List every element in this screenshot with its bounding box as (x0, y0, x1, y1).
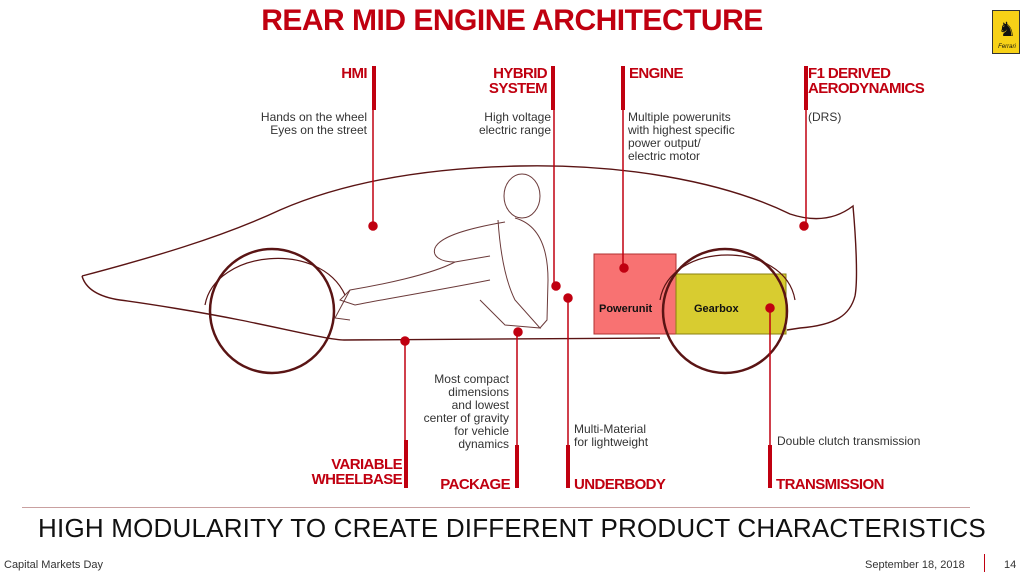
footer-divider (984, 554, 985, 572)
package-label: PACKAGE (440, 476, 510, 493)
underbody-desc-line: Multi-Material (574, 422, 647, 436)
hybrid-desc-line: electric range (478, 123, 551, 137)
rear-arch (659, 254, 796, 301)
hybrid-label-line: HYBRID (493, 65, 548, 82)
footer-date: September 18, 2018 (865, 559, 965, 571)
powerunit-block (593, 253, 677, 335)
underbody-label: UNDERBODY (574, 476, 666, 493)
transmission-label: TRANSMISSION (776, 476, 884, 493)
gearbox-label: Gearbox (694, 303, 739, 315)
engine-desc-line: with highest specific (628, 123, 735, 137)
hybrid-label-line: SYSTEM (488, 80, 548, 97)
hybrid-label: HYBRID SYSTEM (470, 65, 548, 97)
driver-silhouette (334, 173, 549, 329)
logo-text: Ferrari (998, 44, 1016, 50)
ferrari-logo: ♞ Ferrari (992, 10, 1020, 54)
aero-label-line: F1 DERIVED (808, 65, 891, 82)
front-wheel (208, 247, 336, 375)
page-title: REAR MID ENGINE ARCHITECTURE (261, 4, 763, 37)
hmi-label: HMI (341, 65, 367, 82)
footer-event: Capital Markets Day (4, 559, 104, 571)
transmission-desc: Double clutch transmission (777, 434, 921, 448)
front-arch (204, 257, 346, 306)
package-desc: Most compact dimensions and lowest cente… (400, 373, 509, 451)
engine-desc: Multiple powerunits with highest specifi… (628, 111, 735, 163)
label-bars (372, 66, 808, 488)
hybrid-desc: High voltage electric range (420, 111, 551, 137)
engine-label: ENGINE (629, 65, 684, 82)
aero-desc: (DRS) (808, 110, 842, 124)
hmi-desc-line: Hands on the wheel (260, 110, 367, 124)
prancing-horse-icon: ♞ (998, 19, 1016, 41)
package-desc-line: dynamics (458, 437, 509, 451)
wheelbase-label-line: VARIABLE (331, 456, 402, 473)
package-desc-line: for vehicle (454, 424, 509, 438)
package-desc-line: center of gravity (423, 411, 509, 425)
engine-desc-line: electric motor (628, 149, 701, 163)
underbody-desc-line: for lightweight (574, 435, 649, 449)
wheelbase-label: VARIABLE WHEELBASE (290, 456, 403, 488)
hmi-desc: Hands on the wheel Eyes on the street (200, 111, 367, 137)
wheelbase-label-line: WHEELBASE (311, 471, 403, 488)
package-desc-line: Most compact (434, 372, 509, 386)
powerunit-label: Powerunit (599, 303, 653, 315)
underbody-desc: Multi-Material for lightweight (574, 423, 648, 449)
hybrid-desc-line: High voltage (484, 110, 551, 124)
page-number: 14 (1004, 559, 1017, 571)
engine-desc-line: Multiple powerunits (628, 110, 731, 124)
divider-line (22, 507, 970, 508)
package-desc-line: dimensions (448, 385, 509, 399)
hmi-desc-line: Eyes on the street (270, 123, 367, 137)
engine-desc-line: power output/ (628, 136, 701, 150)
aero-label: F1 DERIVED AERODYNAMICS (808, 65, 925, 97)
rear-wheel (661, 247, 789, 375)
aero-label-line: AERODYNAMICS (808, 80, 925, 97)
slide-subtitle: HIGH MODULARITY TO CREATE DIFFERENT PROD… (38, 513, 986, 543)
package-desc-line: and lowest (451, 398, 509, 412)
car-body-outline (81, 165, 858, 341)
